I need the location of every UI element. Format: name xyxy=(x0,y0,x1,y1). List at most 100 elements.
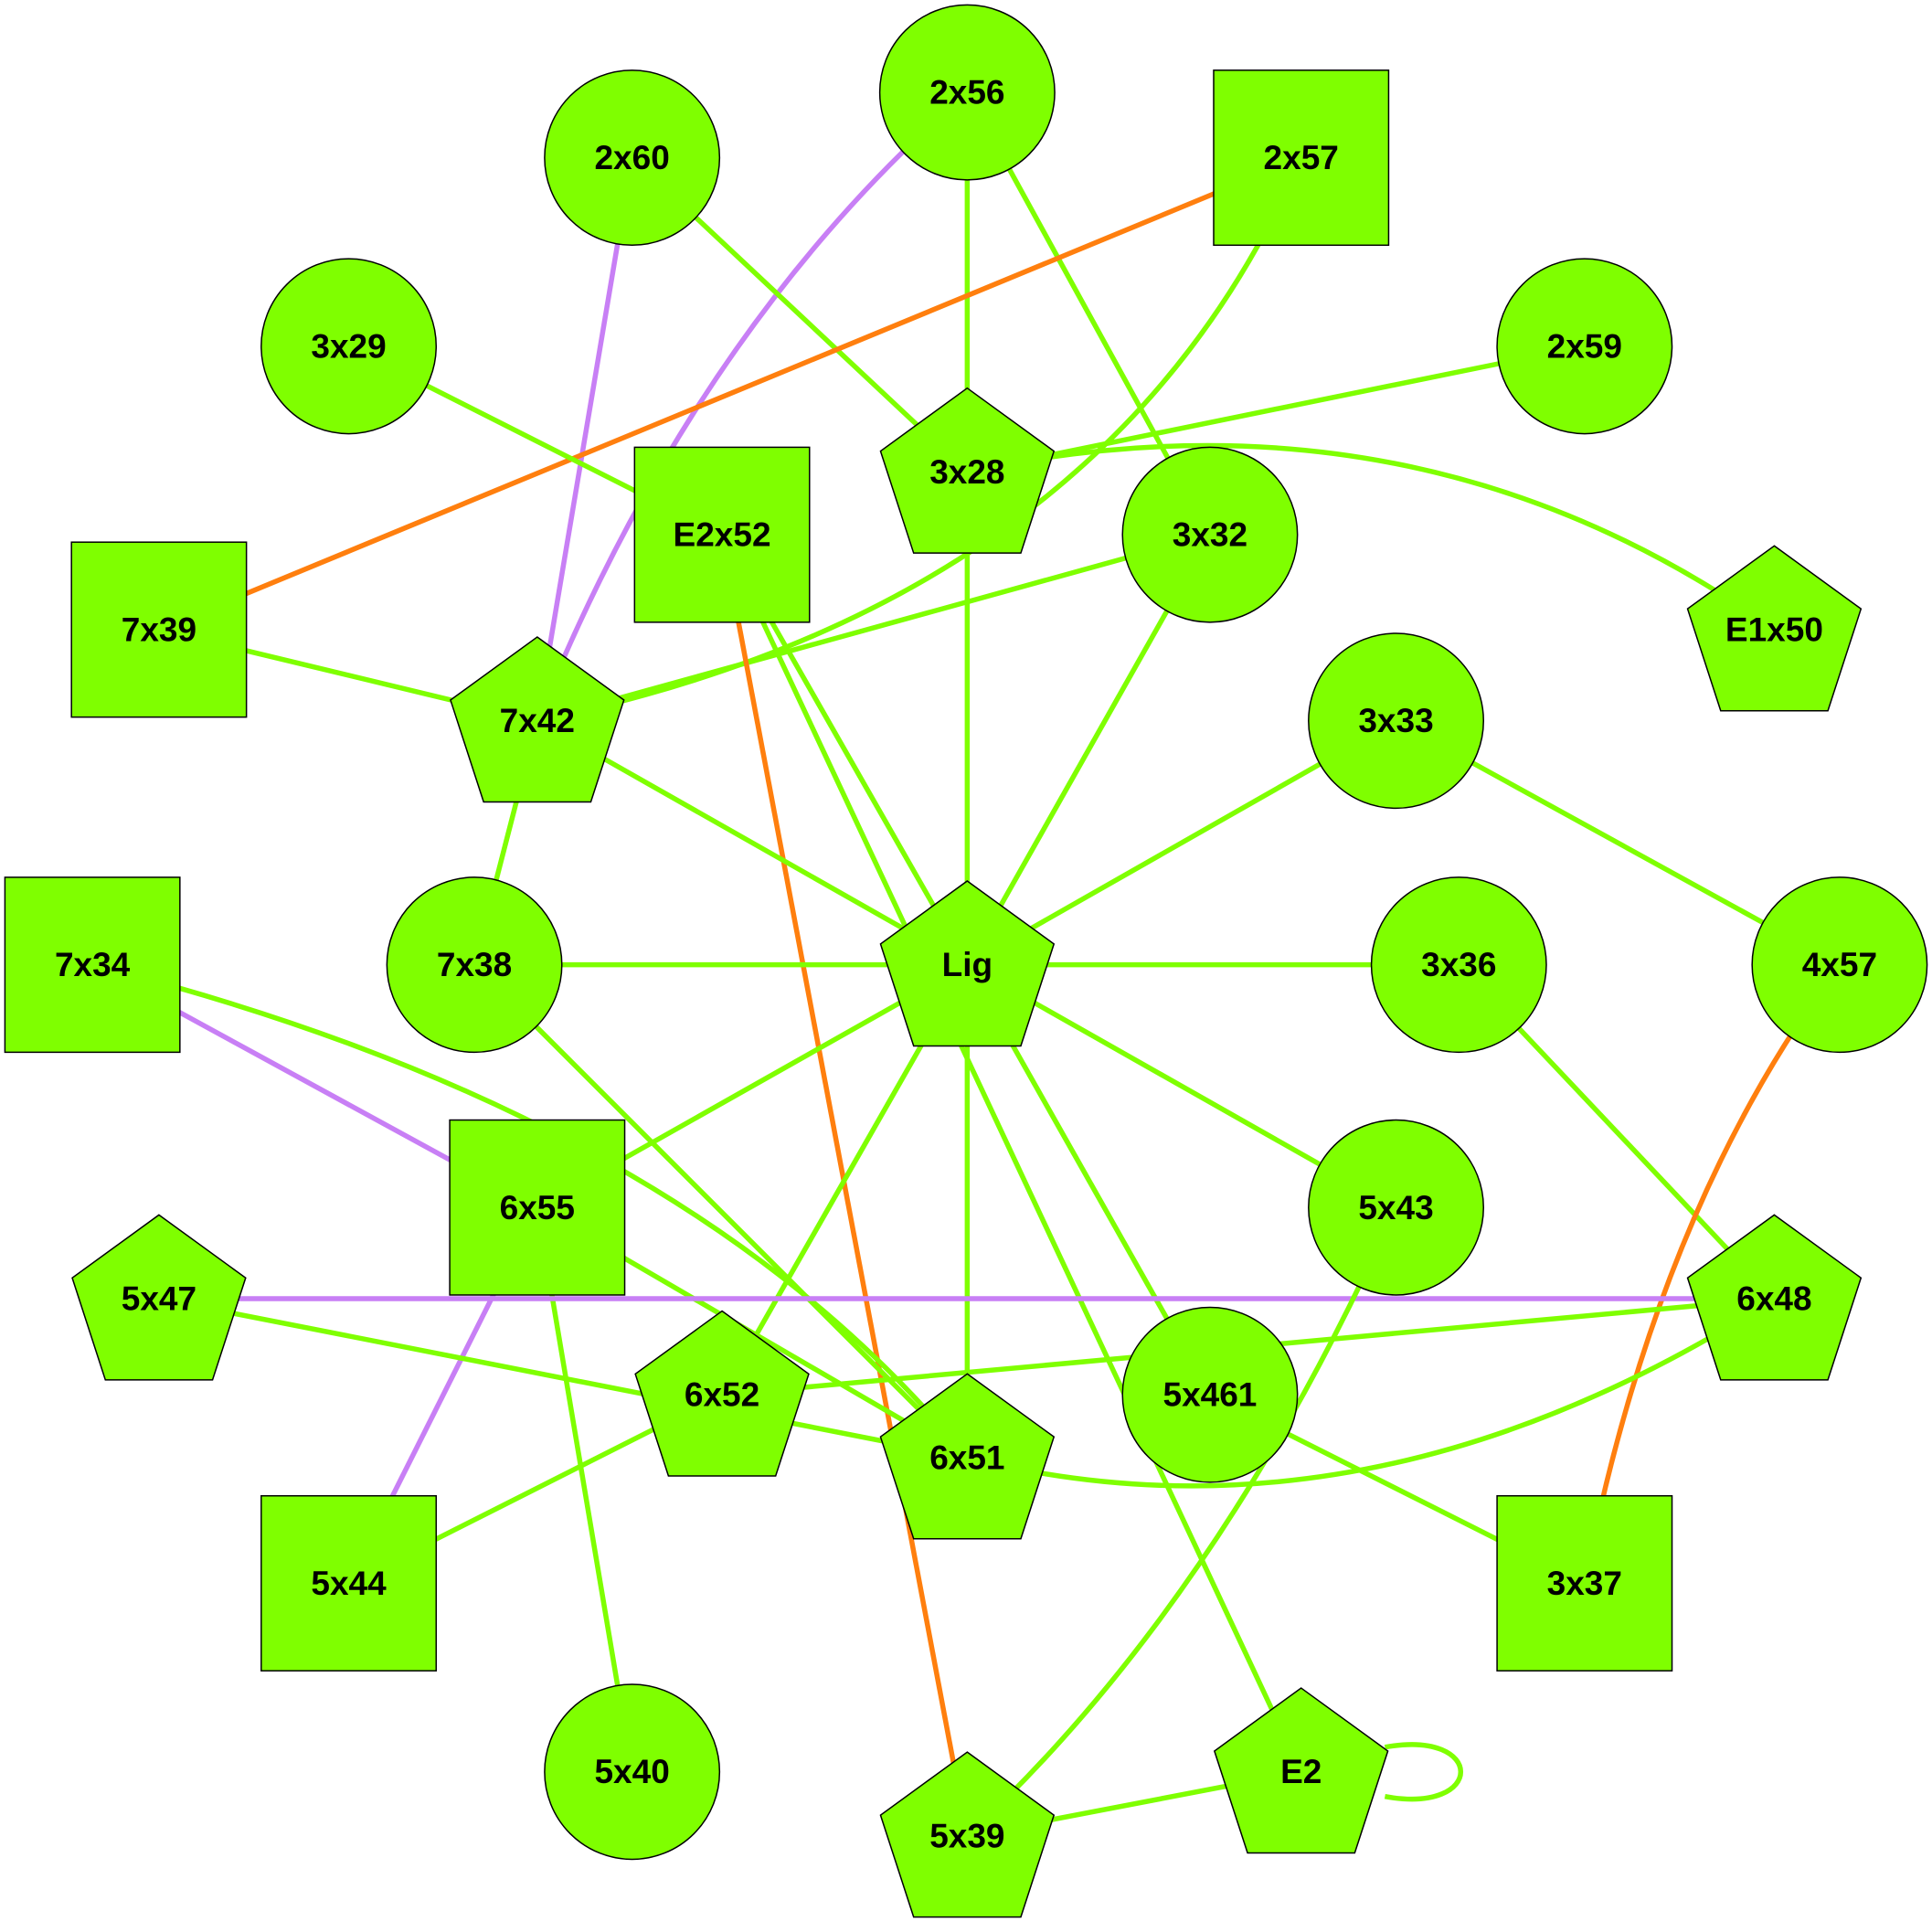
node-label-2x57: 2x57 xyxy=(1264,139,1339,176)
node-2x59: 2x59 xyxy=(1496,258,1673,435)
edge-E2-E2 xyxy=(1384,1742,1464,1802)
node-Lig: Lig xyxy=(879,880,1056,1047)
node-circle-3x32 xyxy=(1121,446,1299,623)
node-label-4x57: 4x57 xyxy=(1802,946,1877,983)
node-circle-3x29 xyxy=(260,258,438,435)
node-label-6x51: 6x51 xyxy=(929,1438,1004,1476)
node-label-5x43: 5x43 xyxy=(1358,1189,1433,1226)
node-label-5x47: 5x47 xyxy=(122,1280,196,1318)
node-5x47: 5x47 xyxy=(71,1214,247,1381)
node-square-6x55 xyxy=(449,1119,626,1296)
node-label-3x37: 3x37 xyxy=(1547,1565,1622,1602)
node-7x34: 7x34 xyxy=(4,876,181,1054)
node-circle-2x59 xyxy=(1496,258,1673,435)
node-label-5x40: 5x40 xyxy=(594,1753,669,1790)
node-3x37: 3x37 xyxy=(1496,1494,1673,1672)
node-square-E2x52 xyxy=(633,446,811,623)
edge-5x43-5x39 xyxy=(965,1206,1399,1838)
node-circle-5x43 xyxy=(1308,1119,1485,1296)
node-6x51: 6x51 xyxy=(879,1373,1056,1540)
node-pentagon-5x39 xyxy=(879,1751,1056,1918)
node-label-7x39: 7x39 xyxy=(122,610,196,648)
node-pentagon-E2 xyxy=(1213,1687,1389,1854)
node-pentagon-6x51 xyxy=(879,1373,1056,1540)
node-pentagon-3x28 xyxy=(879,387,1056,554)
edge-6x55-5x40 xyxy=(535,1206,635,1773)
node-label-E2x52: E2x52 xyxy=(674,516,771,554)
node-3x29: 3x29 xyxy=(260,258,438,435)
edge-3x28-E1x50 xyxy=(966,442,1777,632)
node-square-5x44 xyxy=(260,1494,438,1672)
node-label-E2: E2 xyxy=(1280,1753,1322,1790)
node-5x461: 5x461 xyxy=(1121,1306,1299,1483)
node-3x36: 3x36 xyxy=(1370,876,1547,1054)
node-label-6x48: 6x48 xyxy=(1736,1280,1811,1318)
edge-2x60-7x42 xyxy=(535,157,635,722)
node-label-7x38: 7x38 xyxy=(437,946,512,983)
node-square-2x57 xyxy=(1213,69,1390,247)
edge-2x59-3x28 xyxy=(966,344,1586,475)
node-E2: E2 xyxy=(1213,1687,1389,1854)
node-label-7x42: 7x42 xyxy=(500,702,575,739)
edge-2x56-7x42 xyxy=(535,90,970,722)
node-circle-4x57 xyxy=(1751,876,1928,1054)
edge-7x38-6x51 xyxy=(472,962,970,1460)
node-2x56: 2x56 xyxy=(878,4,1056,181)
node-5x44: 5x44 xyxy=(260,1494,438,1672)
node-label-2x56: 2x56 xyxy=(929,74,1004,111)
node-5x40: 5x40 xyxy=(544,1683,721,1861)
node-2x60: 2x60 xyxy=(544,69,721,247)
node-label-3x28: 3x28 xyxy=(929,453,1004,491)
edge-E2x52-E2 xyxy=(719,533,1304,1773)
node-label-2x59: 2x59 xyxy=(1547,327,1622,365)
node-circle-3x33 xyxy=(1308,632,1485,810)
node-label-Lig: Lig xyxy=(942,946,993,983)
node-circle-2x56 xyxy=(878,4,1056,181)
edge-6x48-6x51 xyxy=(966,1296,1776,1489)
node-6x55: 6x55 xyxy=(449,1119,626,1296)
node-3x33: 3x33 xyxy=(1308,632,1485,810)
node-pentagon-6x48 xyxy=(1686,1214,1863,1381)
node-circle-3x36 xyxy=(1370,876,1547,1054)
node-label-E1x50: E1x50 xyxy=(1725,610,1823,648)
node-5x39: 5x39 xyxy=(879,1751,1056,1918)
node-E1x50: E1x50 xyxy=(1686,545,1863,712)
node-6x52: 6x52 xyxy=(634,1310,810,1477)
node-pentagon-7x42 xyxy=(450,636,625,803)
node-label-7x34: 7x34 xyxy=(55,946,131,983)
node-2x57: 2x57 xyxy=(1213,69,1390,247)
node-pentagon-E1x50 xyxy=(1686,545,1863,712)
node-7x42: 7x42 xyxy=(450,636,625,803)
node-7x38: 7x38 xyxy=(386,876,563,1054)
node-6x48: 6x48 xyxy=(1686,1214,1863,1381)
node-label-6x52: 6x52 xyxy=(685,1376,759,1414)
node-square-3x37 xyxy=(1496,1494,1673,1672)
edge-3x32-7x42 xyxy=(536,532,1211,724)
edge-7x42-Lig xyxy=(536,718,969,968)
node-circle-5x461 xyxy=(1121,1306,1299,1483)
node-7x39: 7x39 xyxy=(70,541,248,718)
node-E2x52: E2x52 xyxy=(633,446,811,623)
node-label-3x36: 3x36 xyxy=(1421,946,1496,983)
node-circle-2x60 xyxy=(544,69,721,247)
node-label-5x39: 5x39 xyxy=(929,1817,1004,1854)
node-5x43: 5x43 xyxy=(1308,1119,1485,1296)
node-3x28: 3x28 xyxy=(879,387,1056,554)
edge-E2x52-5x39 xyxy=(719,534,971,1837)
node-label-3x33: 3x33 xyxy=(1358,702,1433,739)
node-label-3x29: 3x29 xyxy=(311,327,386,365)
node-3x32: 3x32 xyxy=(1121,446,1299,623)
node-label-5x461: 5x461 xyxy=(1163,1376,1258,1414)
node-label-5x44: 5x44 xyxy=(311,1565,387,1602)
node-pentagon-Lig xyxy=(879,880,1056,1047)
node-circle-5x40 xyxy=(544,1683,721,1861)
node-label-2x60: 2x60 xyxy=(594,139,669,176)
node-square-7x39 xyxy=(70,541,248,718)
node-circle-7x38 xyxy=(386,876,563,1054)
node-label-6x55: 6x55 xyxy=(500,1189,575,1226)
edge-5x47-6x51 xyxy=(158,1296,968,1460)
node-4x57: 4x57 xyxy=(1751,876,1928,1054)
node-square-7x34 xyxy=(4,876,181,1054)
